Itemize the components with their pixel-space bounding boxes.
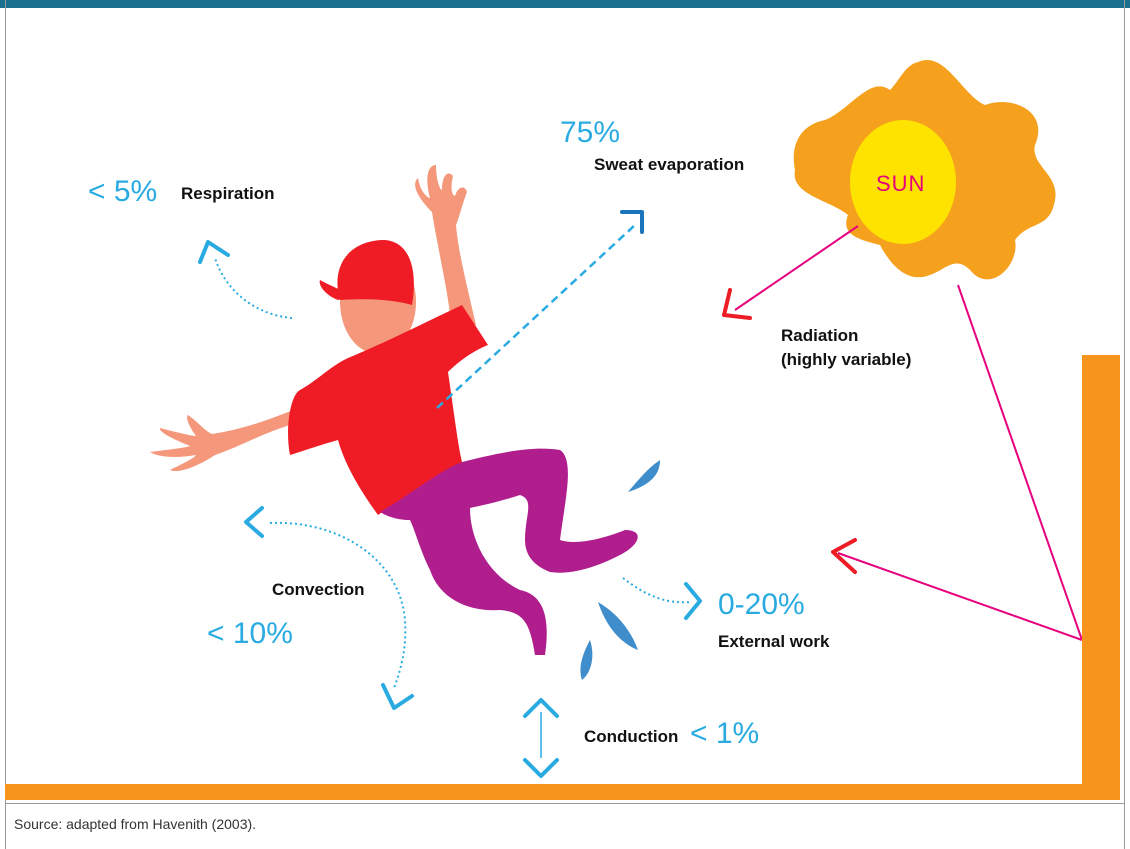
respiration-label: Respiration — [181, 184, 275, 203]
convection-value: < 10% — [207, 617, 293, 650]
convection-path — [269, 521, 407, 689]
sweat-label: Sweat evaporation — [594, 155, 745, 174]
floor — [5, 784, 1120, 800]
external-work-value: 0-20% — [718, 588, 805, 621]
conduction-label: Conduction — [584, 727, 679, 746]
sun-label: SUN — [876, 171, 926, 196]
radiation-label-line2: (highly variable) — [781, 350, 912, 369]
convection-label: Convection — [272, 580, 365, 599]
conduction-arrow-down-icon — [523, 758, 559, 778]
sweat-drop-icon — [628, 460, 660, 492]
conduction-arrow-up-icon — [523, 698, 559, 718]
radiation-arrow-icon — [722, 288, 752, 320]
sweat-evaporation-arrow-icon — [620, 210, 644, 234]
reflected-arrow-icon — [831, 538, 857, 574]
caption-divider — [5, 803, 1125, 804]
figure-frame — [5, 0, 1125, 849]
radiation-ray — [734, 225, 859, 311]
top-bar — [0, 0, 1130, 8]
wall — [1082, 355, 1120, 800]
convection-arrow-left-icon — [244, 506, 264, 538]
sun-icon — [793, 59, 1056, 280]
person-icon — [150, 165, 638, 655]
respiration-value: < 5% — [88, 175, 158, 208]
convection-arrow-down-icon — [381, 683, 414, 710]
sweat-evaporation-path — [436, 224, 636, 409]
sweat-value: 75% — [560, 116, 621, 149]
reflected-radiation-line — [837, 552, 1083, 641]
radiation-to-wall-line — [957, 284, 1083, 641]
conduction-value: < 1% — [690, 717, 760, 750]
sweat-drop-icon — [598, 602, 638, 650]
sweat-drop-icon — [580, 640, 593, 680]
external-work-label: External work — [718, 632, 830, 651]
radiation-label-line1: Radiation — [781, 326, 859, 345]
respiration-arrow-icon — [198, 240, 230, 264]
respiration-path — [214, 257, 293, 319]
source-caption: Source: adapted from Havenith (2003). — [14, 816, 257, 832]
external-work-arrow-icon — [684, 582, 702, 620]
external-work-path — [622, 577, 691, 604]
